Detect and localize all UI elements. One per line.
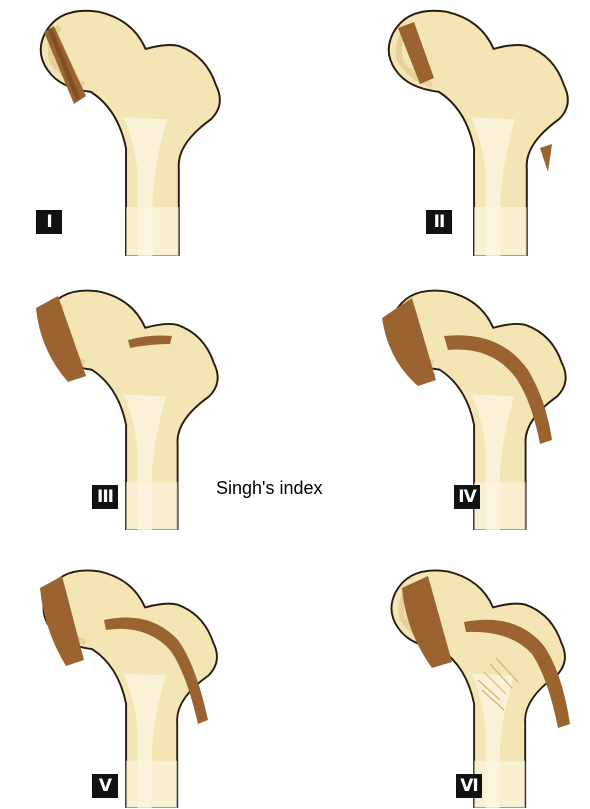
grade-label: V bbox=[92, 774, 118, 798]
grade-V-femur bbox=[40, 570, 217, 808]
grade-label: I bbox=[36, 210, 62, 234]
grade-II-femur bbox=[389, 11, 568, 256]
grade-label: IV bbox=[454, 485, 480, 509]
figure-caption: Singh's index bbox=[216, 478, 323, 499]
grade-label: III bbox=[92, 485, 118, 509]
grade-label: II bbox=[426, 210, 452, 234]
grade-VI-femur bbox=[391, 570, 570, 808]
grade-label: VI bbox=[456, 774, 482, 798]
principal-tensile-remnant bbox=[540, 144, 552, 172]
grade-I-femur bbox=[41, 11, 220, 256]
grade-III-femur bbox=[36, 291, 218, 530]
